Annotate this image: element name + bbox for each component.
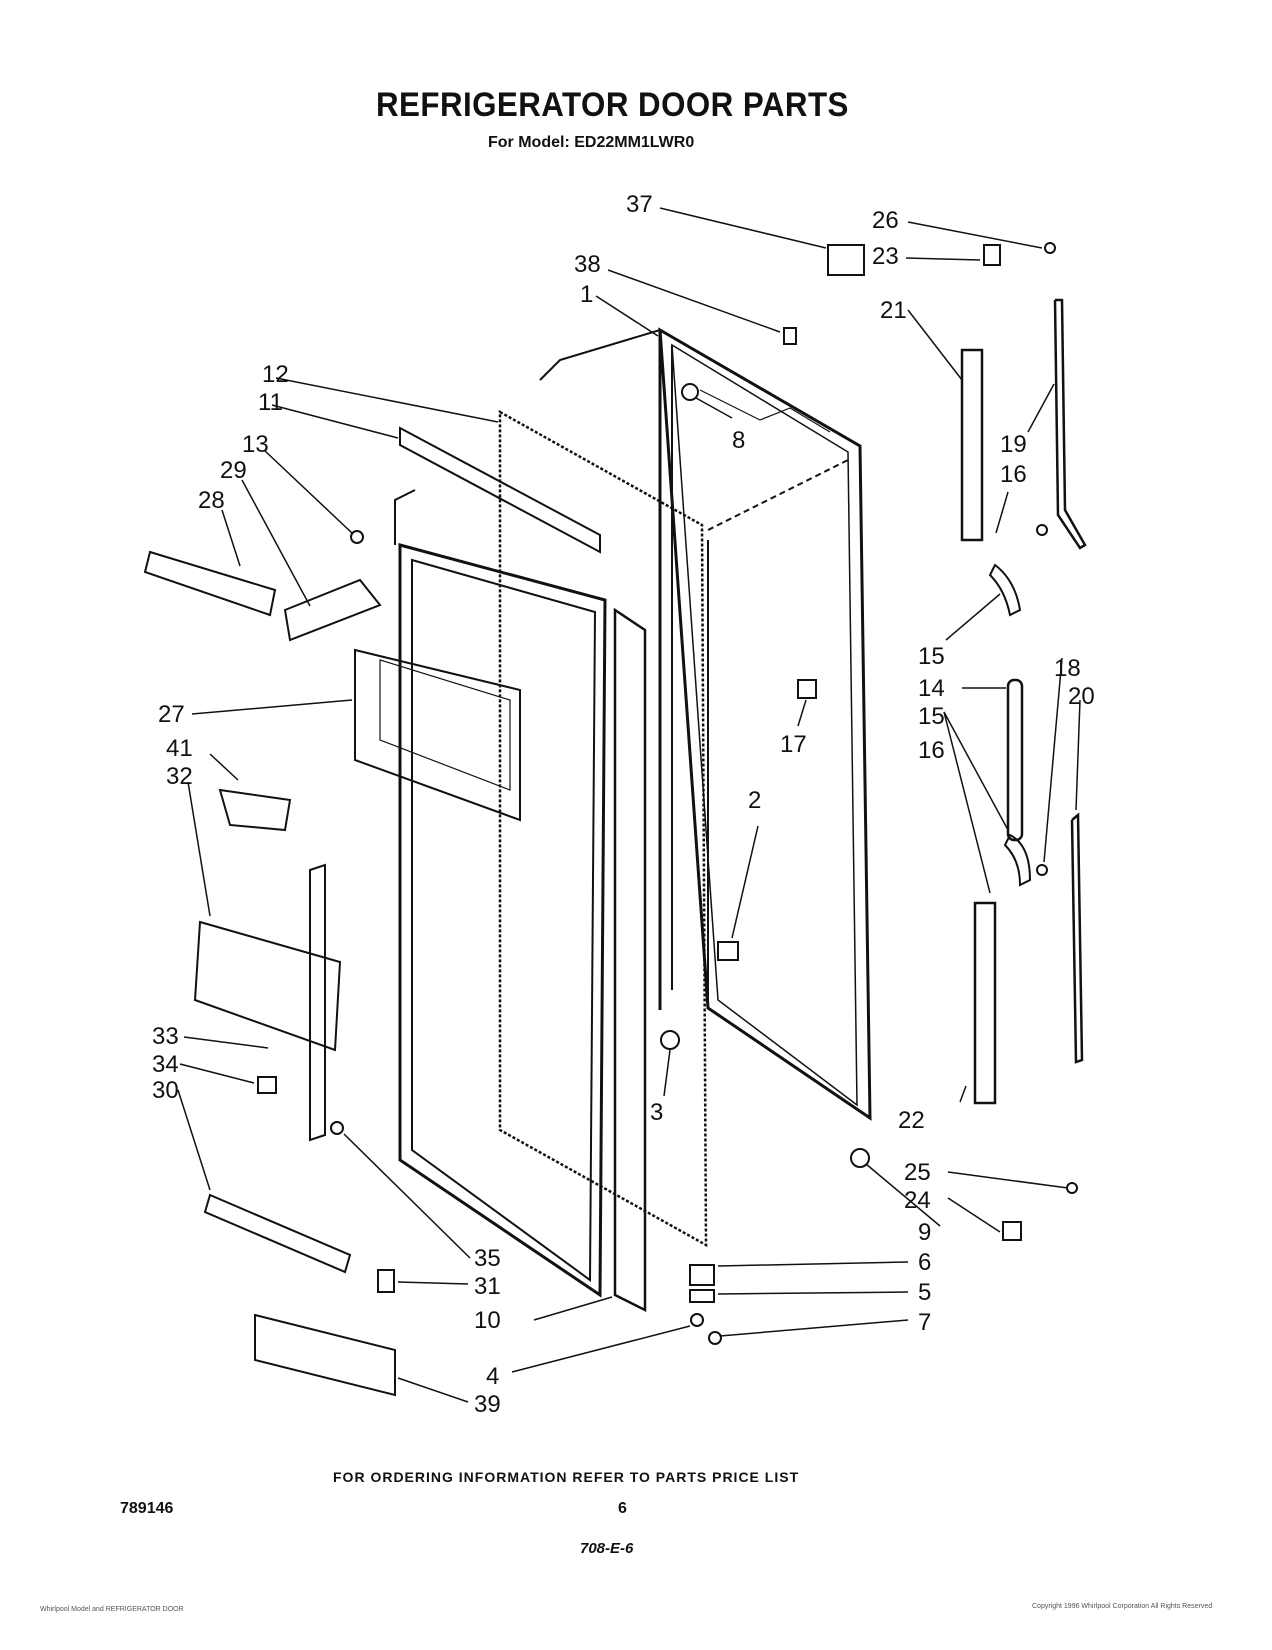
callout-37: 37	[626, 191, 653, 218]
callout-23: 23	[872, 243, 899, 270]
callout-14: 14	[918, 675, 945, 702]
callout-7: 7	[918, 1309, 931, 1336]
inner-door-liner	[354, 489, 607, 1298]
callout-4: 4	[486, 1363, 499, 1390]
callout-10: 10	[474, 1307, 501, 1334]
callout-34: 34	[152, 1051, 179, 1078]
callout-22: 22	[898, 1107, 925, 1134]
callout-2: 2	[748, 787, 761, 814]
callout-24: 24	[904, 1187, 931, 1214]
fine-print-left: Whirlpool Model and REFRIGERATOR DOOR	[40, 1606, 184, 1613]
sheet-id: 708-E-6	[580, 1540, 634, 1557]
callout-1: 1	[580, 281, 593, 308]
callout-12: 12	[262, 361, 289, 388]
callout-25: 25	[904, 1159, 931, 1186]
callout-3: 3	[650, 1099, 663, 1126]
callout-32: 32	[166, 763, 193, 790]
callout-17: 17	[780, 731, 807, 758]
callout-30: 30	[152, 1077, 179, 1104]
callout-28: 28	[198, 487, 225, 514]
callout-15a: 15	[918, 643, 945, 670]
callout-9: 9	[918, 1219, 931, 1246]
callout-15b: 15	[918, 703, 945, 730]
ordering-note: FOR ORDERING INFORMATION REFER TO PARTS …	[333, 1469, 800, 1485]
callout-19: 19	[1000, 431, 1027, 458]
callout-labels: 37 26 23 38 1 21 12 11 8 13 29 28 19 16 …	[152, 191, 1095, 1418]
callout-21: 21	[880, 297, 907, 324]
callout-16a: 16	[1000, 461, 1027, 488]
trim-strip	[613, 607, 647, 1313]
callout-8: 8	[732, 427, 745, 454]
small-hardware	[257, 242, 1078, 1345]
leader-lines	[177, 207, 1081, 1403]
callout-41: 41	[166, 735, 193, 762]
handle-parts	[960, 298, 1087, 1105]
diagram-code: 789146	[120, 1500, 174, 1517]
door-gasket	[498, 409, 708, 1248]
callout-38: 38	[574, 251, 601, 278]
callout-13: 13	[242, 431, 269, 458]
outer-door-panel	[539, 327, 872, 1121]
page-title: REFRIGERATOR DOOR PARTS	[376, 86, 849, 124]
callout-6: 6	[918, 1249, 931, 1276]
callout-31: 31	[474, 1273, 501, 1300]
breaker-strip	[399, 426, 601, 554]
callout-11: 11	[258, 389, 283, 416]
callout-27: 27	[158, 701, 185, 728]
callout-16b: 16	[918, 737, 945, 764]
callout-18: 18	[1054, 655, 1081, 682]
model-subtitle: For Model: ED22MM1LWR0	[488, 134, 695, 151]
callout-5: 5	[918, 1279, 931, 1306]
callout-29: 29	[220, 457, 247, 484]
fine-print-right: Copyright 1996 Whirlpool Corporation All…	[1032, 1603, 1213, 1610]
page-number: 6	[618, 1500, 627, 1517]
callout-39: 39	[474, 1391, 501, 1418]
callout-35: 35	[474, 1245, 501, 1272]
callout-26: 26	[872, 207, 899, 234]
callout-20: 20	[1068, 683, 1095, 710]
callout-33: 33	[152, 1023, 179, 1050]
shelves-and-bins	[143, 550, 396, 1397]
